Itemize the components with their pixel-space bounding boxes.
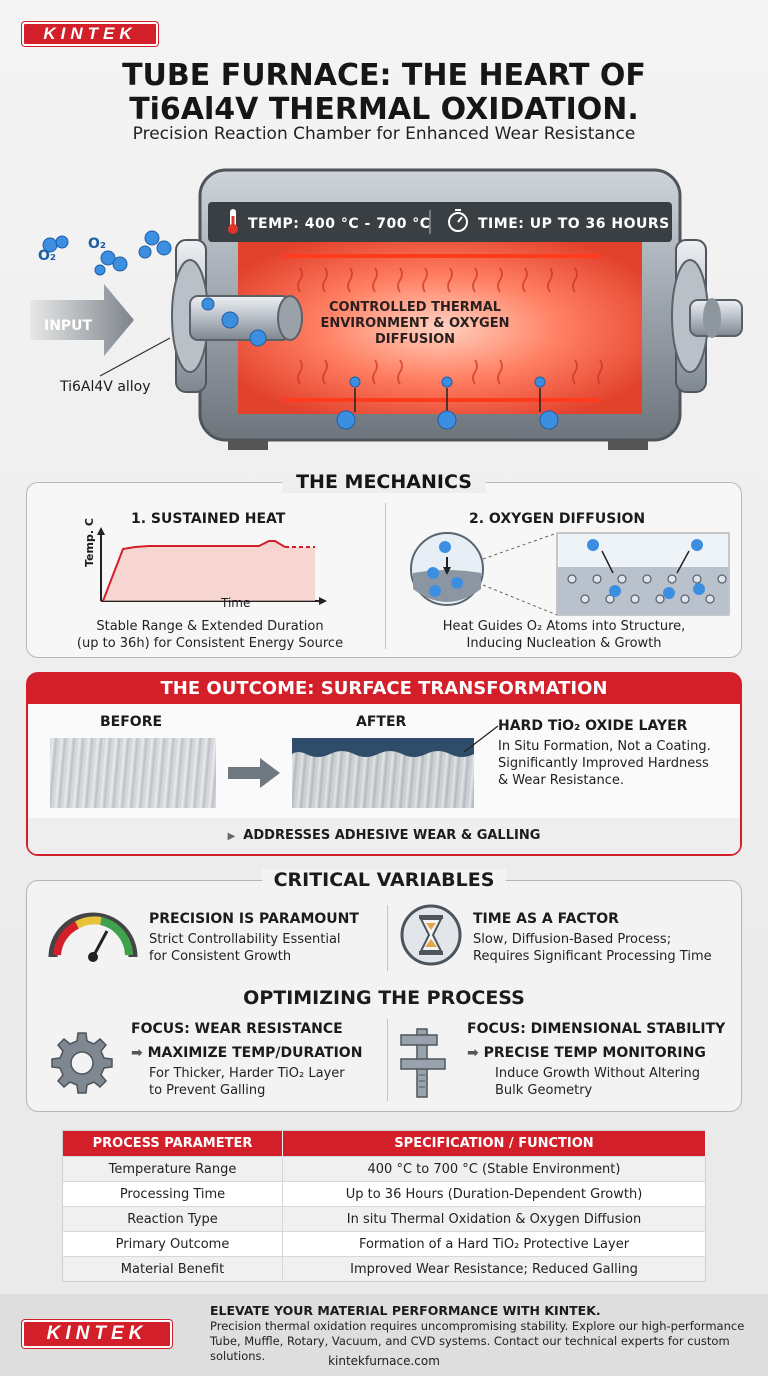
focus-wear-action: ➡ MAXIMIZE TEMP/DURATION [131,1045,363,1061]
alloy-label: Ti6Al4V alloy [60,379,151,395]
variables-divider [387,905,388,971]
focus-wear-title: FOCUS: WEAR RESISTANCE [131,1021,343,1037]
caret-right-icon: ▶ [227,831,236,842]
oxygen-diffusion-title: 2. OXYGEN DIFFUSION [469,511,646,527]
time-factor-title: TIME AS A FACTOR [473,911,619,927]
furnace-status-bar [208,202,672,242]
transform-arrow-icon [228,758,280,788]
mechanics-divider [385,503,386,649]
page-subtitle: Precision Reaction Chamber for Enhanced … [132,124,636,144]
page-footer: KINTEK ELEVATE YOUR MATERIAL PERFORMANCE… [0,1294,768,1376]
oxide-pointer-line [463,725,499,753]
temperature-range-label: TEMP: 400 °C - 700 °C [248,216,431,232]
timer-icon [448,209,468,232]
footer-brand-logo: KINTEK [22,1320,172,1348]
outcome-footer: ▶ADDRESSES ADHESIVE WEAR & GALLING [28,818,740,854]
table-cell: Improved Wear Resistance; Reduced Gallin… [282,1256,706,1282]
table-cell: Primary Outcome [62,1231,283,1257]
focus-wear-description: For Thicker, Harder TiO₂ Layer to Preven… [149,1066,345,1098]
oxygen-molecules [42,230,267,347]
after-surface-image [292,738,474,808]
focus-stability-title: FOCUS: DIMENSIONAL STABILITY [467,1021,726,1037]
table-header-row: PROCESS PARAMETER SPECIFICATION / FUNCTI… [62,1130,706,1157]
process-parameter-table: PROCESS PARAMETER SPECIFICATION / FUNCTI… [62,1130,706,1282]
furnace-graphic: O₂ O₂ [30,168,743,450]
time-axis-label: Time [221,596,251,610]
oxide-layer-description: In Situ Formation, Not a Coating. Signif… [498,739,711,788]
sustained-heat-title: 1. SUSTAINED HEAT [131,511,286,527]
focus-stability-action: ➡ PRECISE TEMP MONITORING [467,1045,706,1061]
temp-axis-label: Temp. C [83,518,96,567]
table-cell: Processing Time [62,1181,283,1207]
footer-text: Precision thermal oxidation requires unc… [210,1319,745,1363]
table-cell: Material Benefit [62,1256,283,1282]
chamber-caption-line1: CONTROLLED THERMAL [328,300,502,315]
precision-description: Strict Controllability Essential for Con… [149,932,341,964]
oxygen-diffusion-description: Heat Guides O₂ Atoms into Structure, Ind… [442,619,686,651]
mechanics-panel: THE MECHANICS 1. SUSTAINED HEAT Temp. C … [26,471,742,658]
brand-logo: KINTEK [22,22,158,46]
before-label: BEFORE [100,714,163,730]
oxygen-diffusion-arrows [354,388,541,412]
mechanics-heading: THE MECHANICS [27,471,741,493]
table-header-specification: SPECIFICATION / FUNCTION [282,1130,706,1157]
critical-variables-heading: CRITICAL VARIABLES [27,869,741,891]
table-cell: Reaction Type [62,1206,283,1232]
optimizing-heading: OPTIMIZING THE PROCESS [27,987,741,1009]
caliper-icon [400,1028,446,1098]
precision-title: PRECISION IS PARAMOUNT [149,911,359,927]
oxygen-diffusion-diagram [410,532,730,616]
focus-divider [387,1019,388,1101]
hourglass-icon [400,904,462,966]
heating-chamber [238,242,642,414]
page-title-line1: TUBE FURNACE: THE HEART OF [122,58,646,93]
temperature-curve-chart [97,527,327,605]
table-header-parameter: PROCESS PARAMETER [62,1130,283,1157]
gear-icon [51,1032,113,1094]
table-cell: Formation of a Hard TiO₂ Protective Laye… [282,1231,706,1257]
chamber-caption-line2: ENVIRONMENT & OXYGEN [320,316,510,331]
o2-label-1: O₂ [38,248,56,264]
thermometer-icon [228,209,238,234]
table-cell: 400 °C to 700 °C (Stable Environment) [282,1156,706,1182]
tube-furnace-illustration: O₂ O₂ TEMP: 400 °C - 700 °C TIME: UP TO … [0,160,768,460]
input-label: INPUT [44,318,93,334]
arrow-right-icon: ➡ [467,1045,484,1061]
time-factor-description: Slow, Diffusion-Based Process; Requires … [473,932,712,964]
table-cell: Temperature Range [62,1156,283,1182]
oxide-layer-title: HARD TiO₂ OXIDE LAYER [498,718,688,734]
gauge-icon [48,912,138,962]
input-arrow [30,284,134,356]
chamber-caption-line3: DIFFUSION [374,332,456,347]
after-label: AFTER [356,714,407,730]
outcome-panel: THE OUTCOME: SURFACE TRANSFORMATION BEFO… [26,672,742,856]
outcome-heading: THE OUTCOME: SURFACE TRANSFORMATION [28,674,740,704]
oxide-layer [292,738,474,757]
before-surface-image [50,738,216,808]
critical-variables-panel: CRITICAL VARIABLES PRECISION IS PARAMOUN… [26,869,742,1112]
chamber-caption: CONTROLLED THERMAL ENVIRONMENT & OXYGEN … [300,300,530,348]
sustained-heat-description: Stable Range & Extended Duration (up to … [76,619,344,651]
page-title-line2: Ti6Al4V THERMAL OXIDATION. [129,92,639,127]
focus-stability-description: Induce Growth Without Altering Bulk Geom… [495,1066,701,1098]
table-cell: Up to 36 Hours (Duration-Dependent Growt… [282,1181,706,1207]
footer-website-link[interactable]: kintekfurnace.com [328,1354,440,1368]
duration-label: TIME: UP TO 36 HOURS [478,216,670,232]
o2-label-2: O₂ [88,236,106,252]
footer-title: ELEVATE YOUR MATERIAL PERFORMANCE WITH K… [210,1303,601,1318]
table-cell: In situ Thermal Oxidation & Oxygen Diffu… [282,1206,706,1232]
arrow-right-icon: ➡ [131,1045,148,1061]
